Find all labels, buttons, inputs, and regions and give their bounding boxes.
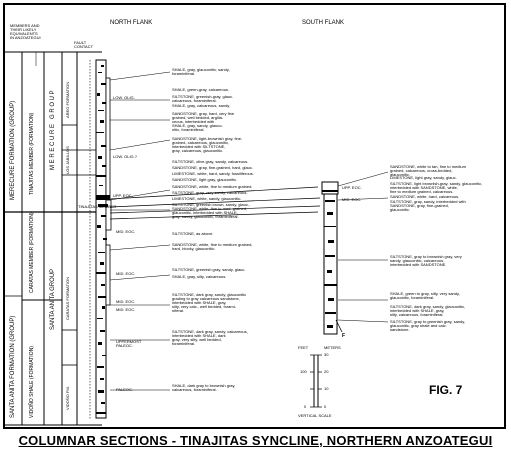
north-lithology-description: LIMESTONE, white, sandy, glauconitic. bbox=[172, 196, 242, 201]
south-flank-title: SOUTH FLANK bbox=[302, 20, 345, 26]
scale-caption: VERTICAL SCALE bbox=[298, 413, 332, 418]
north-lithology-description: SHALE, dark gray to brownish gray, calca… bbox=[172, 383, 236, 392]
north-lithology-description: SHALE, green-gray, calcareous. bbox=[172, 87, 230, 92]
figure-frame bbox=[3, 3, 506, 429]
south-lithology-description: SILTSTONE, gray to greenish gray, sandy,… bbox=[390, 319, 466, 332]
age-mid-eoc-4: MID. EOC. bbox=[116, 307, 136, 312]
north-lithology-description: SILTSTONE, dark gray, sandy, calcareous,… bbox=[172, 329, 248, 346]
south-flank-column bbox=[321, 171, 389, 335]
north-lithology-description: SILTSTONE, gray, very sandy, calcareous. bbox=[172, 190, 248, 195]
south-lithology-description: SILTSTONE, gray, sandy, interbedded with… bbox=[390, 199, 466, 212]
age-paleoc: PALEOC. bbox=[116, 387, 134, 392]
south-lithology-description: SHALE, green to gray, silty, very sandy,… bbox=[390, 291, 460, 300]
north-lithology-description: SHALE, gray, calcareous, sandy. bbox=[172, 103, 231, 108]
header-fault-column: FAULT CONTACT bbox=[74, 40, 94, 49]
label-vidono-fm: VIDOÑO FM. bbox=[65, 386, 70, 410]
north-lithology-description: SILTSTONE, as above. bbox=[172, 231, 214, 236]
north-lithology-description: SILTSTONE, olive-gray, sandy, calcareous… bbox=[172, 159, 249, 164]
north-lithology-description: SANDSTONE, white, fine to medium grained… bbox=[172, 242, 253, 251]
south-lithology-description: SANDSTONE, white, hard, calcareous. bbox=[390, 194, 460, 199]
label-caratas: CARATAS MEMBER (FORMATION) bbox=[29, 212, 35, 293]
north-lithology-description: SHALE, gray, glauconitic, sandy, foramin… bbox=[172, 67, 230, 76]
north-lithology-description: SILTSTONE, greenish brown, sandy, glauc.… bbox=[172, 202, 251, 219]
label-tinajitas-member: TINAJITAS MEMBER bbox=[78, 204, 117, 209]
age-upp-eoc-south: UPP. EOC. bbox=[342, 185, 362, 190]
south-lithology-description: SILTSTONE, dark gray, sandy, glauconitic… bbox=[390, 304, 466, 317]
scale-feet-tick-100: 100 bbox=[300, 369, 307, 374]
north-flank-title: NORTH FLANK bbox=[110, 20, 153, 26]
scale-feet-label: FEET bbox=[298, 345, 309, 350]
north-lithology-description: SANDSTONE, light-brownish gray, fine- gr… bbox=[172, 136, 243, 153]
label-merecure-group: M E R E C U R E G R O U P bbox=[50, 90, 56, 170]
north-lithology-description: SANDSTONE, light gray, glauconitic. bbox=[172, 177, 238, 182]
north-lithology-description: LIMESTONE, white, hard, sandy, fossilife… bbox=[172, 171, 254, 176]
north-lithology-description: SILTSTONE, greenish gray, sandy, glauc. bbox=[172, 267, 246, 272]
correlation-lines bbox=[109, 186, 321, 220]
age-mid-eoc-3: MID. EOC. bbox=[116, 299, 136, 304]
age-low-olig-1: LOW. OLIG. bbox=[113, 95, 135, 100]
age-low-olig-2: LOW. OLIG.? bbox=[113, 154, 138, 159]
north-lithology-description: SILTSTONE, greenish-gray, glauc. calcare… bbox=[172, 94, 234, 103]
age-mid-eoc-1: MID. EOC. bbox=[116, 229, 136, 234]
fault-marker: F bbox=[342, 333, 346, 339]
north-flank-column bbox=[89, 59, 171, 420]
header-members-column: MEMBERS AND THEIR LIKELY EQUIVALENTS IN … bbox=[10, 23, 41, 40]
south-lithology-description: SANDSTONE, white to tan, fine to medium … bbox=[390, 164, 466, 177]
south-lithology-description: SILTSTONE, light brownish-gray, sandy, g… bbox=[390, 181, 483, 194]
scale-meter-tick-0: 0 bbox=[324, 404, 327, 409]
figure-label: FIG. 7 bbox=[429, 383, 463, 397]
north-lithology-description: SANDSTONE, white, fine to medium grained… bbox=[172, 184, 253, 189]
label-los-jabillos: LOS JABILLOS bbox=[65, 146, 70, 174]
scale-meter-tick-20: 20 bbox=[324, 369, 329, 374]
scale-meter-tick-10: 10 bbox=[324, 386, 329, 391]
label-areo: AREO FORMATION bbox=[65, 81, 70, 118]
label-caratas-fm: CARATAS FORMATION bbox=[65, 276, 70, 320]
label-tinajitas: TINAJITAS MEMBER (FORMATION) bbox=[29, 112, 35, 195]
age-upp-eoc-north: UPP. EOC. bbox=[113, 193, 133, 198]
label-merecure-formation: MERECURE FORMATION (GROUP) bbox=[10, 100, 16, 200]
scale-feet-tick-0: 0 bbox=[304, 404, 307, 409]
scale-meter-tick-30: 30 bbox=[324, 352, 329, 357]
label-santa-anita-formation: SANTA ANITA FORMATION (GROUP) bbox=[10, 315, 16, 418]
age-mid-eoc-south: MID. EOC. bbox=[342, 197, 362, 202]
north-lithology-description: SILTSTONE, dark gray, sandy, glauconitic… bbox=[172, 292, 247, 313]
age-mid-eoc-2: MID. EOC. bbox=[116, 271, 136, 276]
north-lithology-description: SHALE, gray, silty, calcareous. bbox=[172, 274, 227, 279]
age-uppermost-paleoc: UPPERMOST PALEOC. bbox=[116, 339, 142, 348]
south-lithology-description: LIMESTONE, light gray, sandy, glauc. bbox=[390, 175, 457, 180]
vertical-scale bbox=[310, 354, 322, 408]
figure-caption: COLUMNAR SECTIONS - TINAJITAS SYNCLINE, … bbox=[18, 433, 493, 448]
scale-meters-label: METERS bbox=[324, 345, 341, 350]
label-vidono: VIDOÑO SHALE (FORMATION) bbox=[29, 346, 35, 418]
north-lithology-description: SANDSTONE, gray, fine-grained, hard, gla… bbox=[172, 165, 253, 170]
north-lithology-description: SANDSTONE, gray, hard, very fine grained… bbox=[172, 111, 235, 132]
south-lithology-description: SILTSTONE, gray to brownish gray, very s… bbox=[390, 254, 462, 267]
label-santa-anita-group: SANTA ANITA GROUP bbox=[50, 268, 56, 330]
